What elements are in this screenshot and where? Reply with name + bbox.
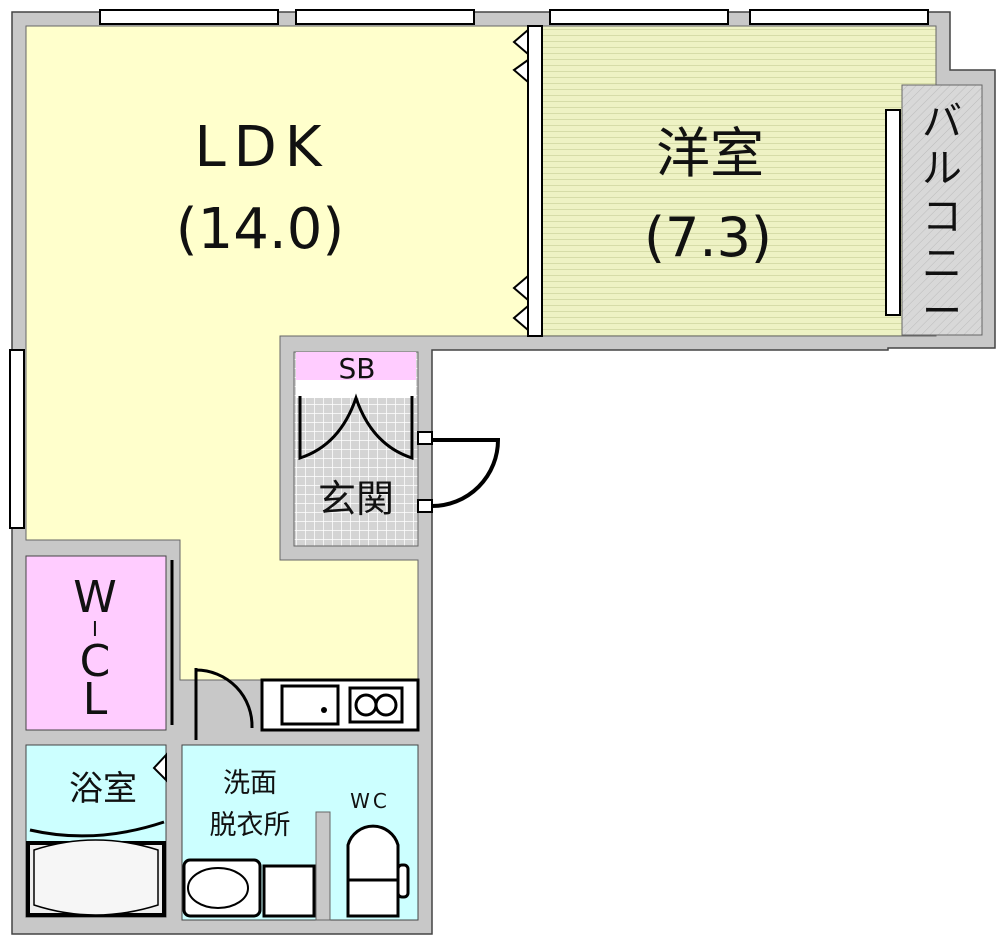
entrance-door[interactable] [417, 431, 501, 513]
toilet [346, 824, 410, 918]
bathtub-basin [33, 839, 159, 916]
storage-doors[interactable] [298, 393, 414, 461]
balcony-char: ル [922, 146, 962, 192]
washer-space [262, 864, 316, 918]
western-label: 洋室 [656, 122, 764, 185]
balcony [901, 84, 983, 336]
entrance-label: 玄関 [318, 477, 394, 521]
balcony-char: ニ [922, 241, 962, 287]
room-storage [296, 352, 416, 380]
washroom-label-1: 洗面 [223, 768, 277, 799]
kitchen-counter [260, 678, 420, 732]
balcony-char: バ [922, 99, 962, 145]
sliding-door[interactable] [527, 25, 543, 337]
closet-char: C [80, 636, 111, 687]
room-western [541, 25, 937, 337]
balcony-label: バ ル コ ニ ー [922, 99, 962, 335]
ldk-size: (14.0) [176, 197, 344, 262]
closet-label: W I C L [73, 572, 117, 725]
washroom-label-2: 脱衣所 [210, 810, 291, 841]
sink [280, 684, 340, 726]
storage-front [296, 380, 416, 398]
closet-char: I [92, 617, 98, 641]
door-marks [152, 27, 529, 783]
closet-char: L [83, 674, 108, 725]
toilet-partition [315, 811, 331, 921]
windows [9, 9, 929, 529]
balcony-char: ー [922, 289, 962, 335]
closet-char: W [73, 572, 117, 623]
balcony-char: コ [922, 194, 962, 240]
western-size: (7.3) [644, 206, 772, 269]
toilet-label: WC [350, 789, 390, 813]
room-closet [25, 555, 167, 731]
bath-label: 浴室 [69, 769, 137, 809]
ldk-label: LDK [194, 115, 329, 180]
bath-door-curve [29, 820, 165, 838]
washroom-door[interactable] [194, 668, 254, 740]
storage-label: SB [339, 352, 376, 385]
